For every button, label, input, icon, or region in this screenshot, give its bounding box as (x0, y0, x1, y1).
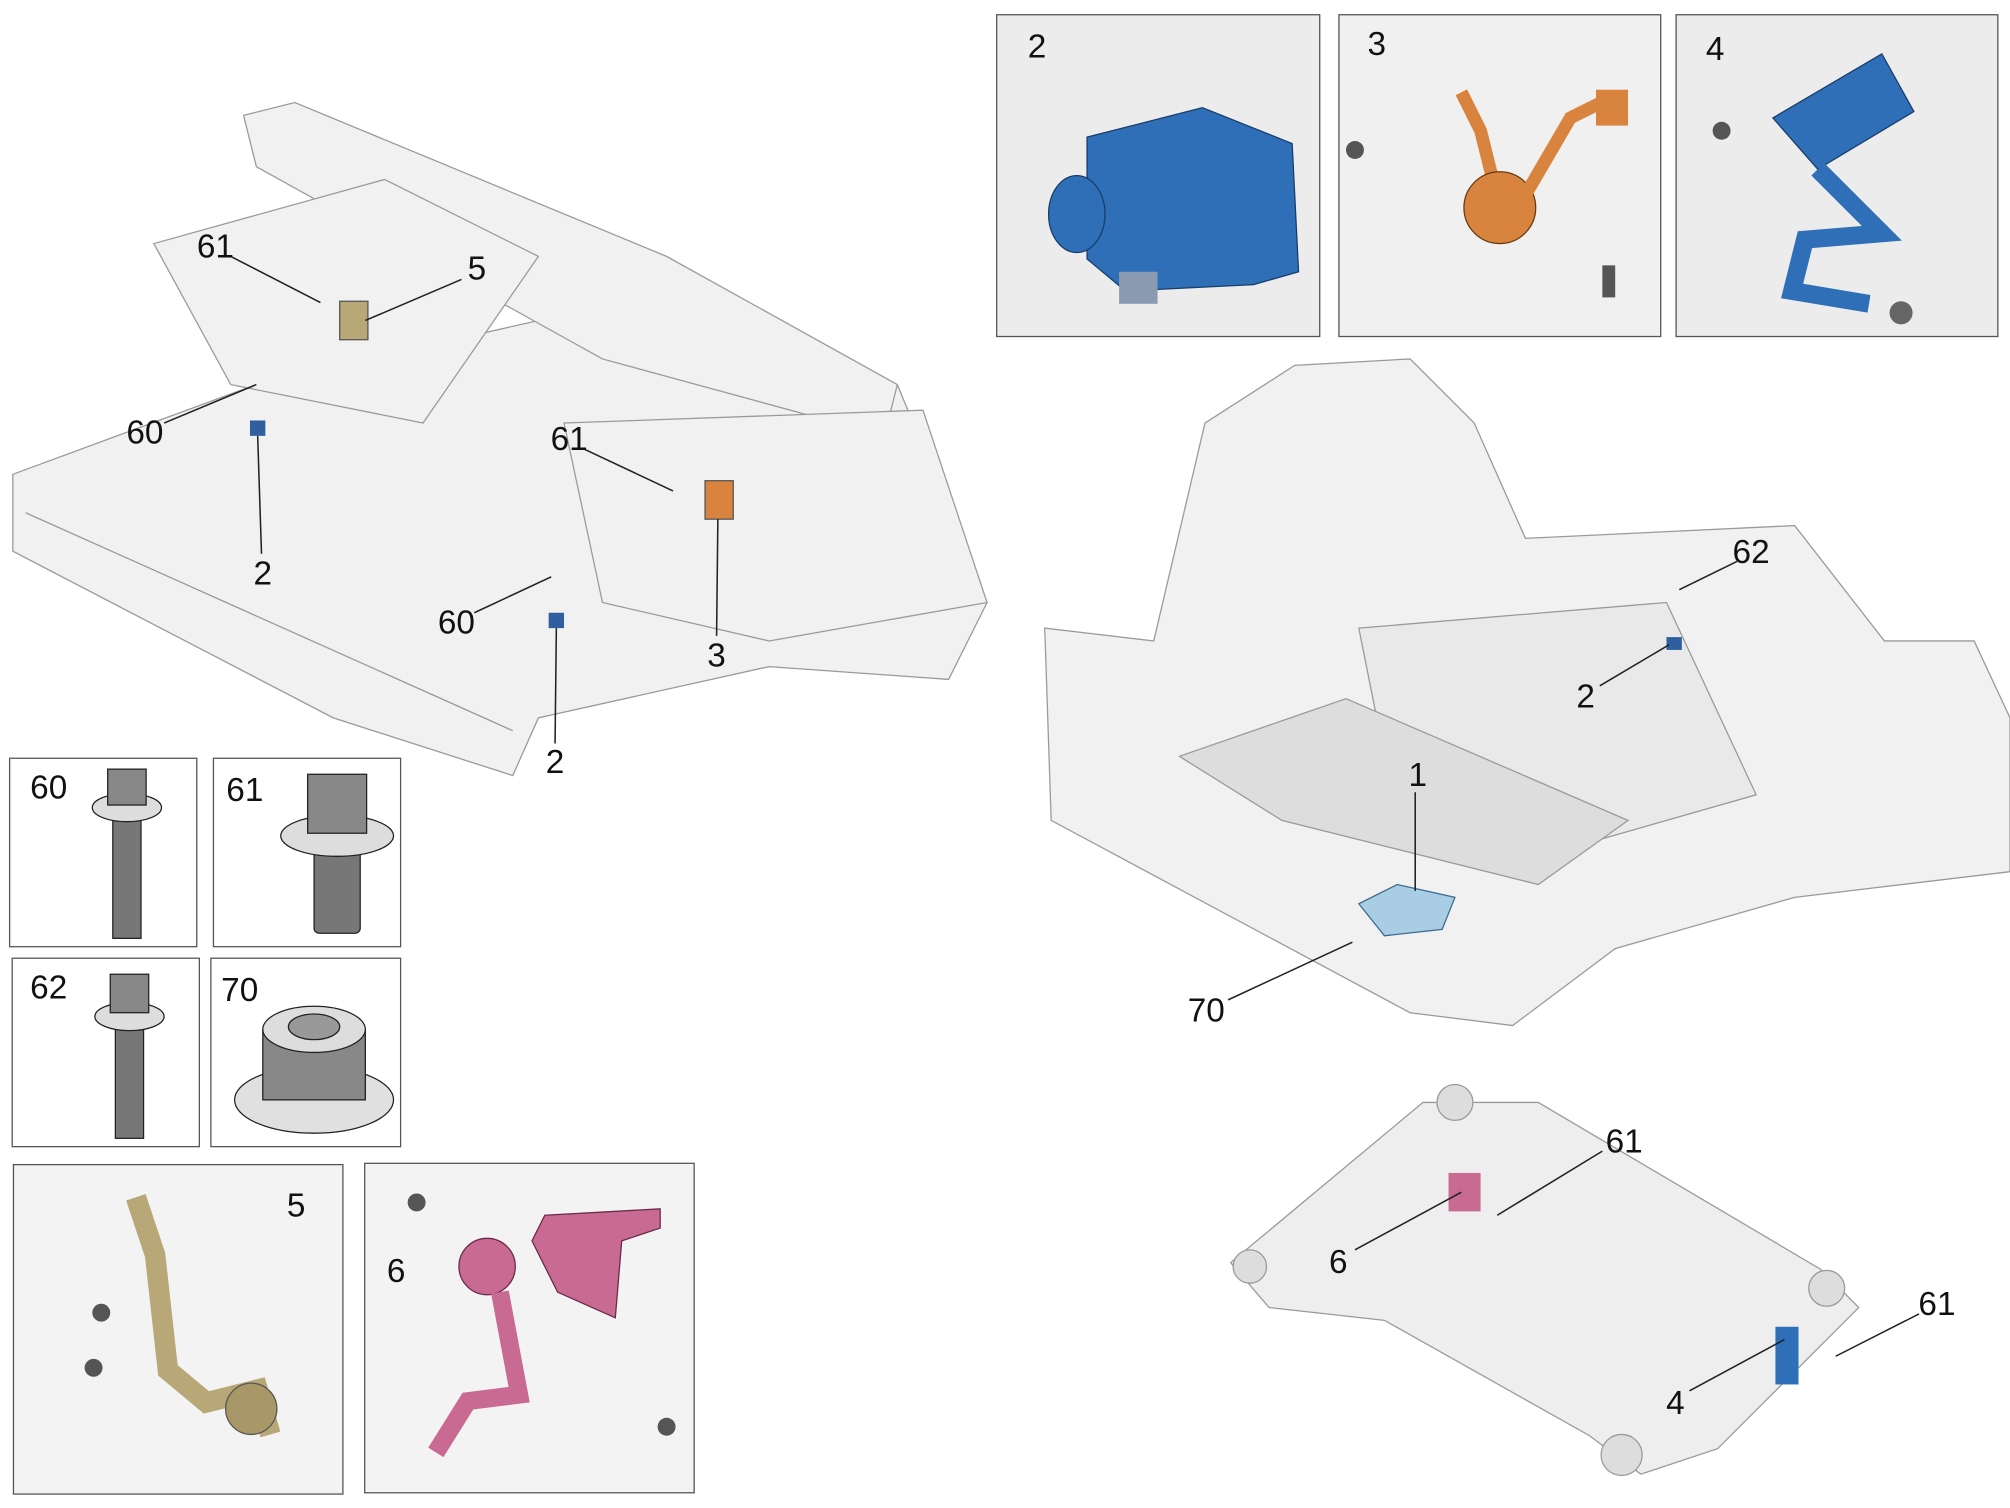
front-parts (249, 300, 734, 629)
detail-box-5: 5 (12, 1163, 344, 1495)
subframe-sensor-4 (1775, 1326, 1799, 1385)
bolt-icon (280, 773, 395, 934)
callout-60: 60 (126, 412, 164, 452)
callout-2: 2 (253, 553, 273, 593)
callout-61: 61 (1918, 1284, 1956, 1323)
callout-2: 2 (545, 742, 565, 781)
rear-leader-lines (1227, 560, 1738, 1001)
callout-61: 61 (550, 419, 588, 458)
callout-62: 62 (1732, 531, 1770, 571)
callout-61: 61 (196, 226, 234, 266)
callout-2: 2 (1576, 676, 1595, 716)
front-leader-lines (163, 255, 719, 744)
detail-label: 2 (1027, 26, 1047, 66)
subframe-leader-lines (1354, 1150, 1920, 1392)
detail-box-2: 2 (996, 14, 1321, 338)
fastener-label: 70 (221, 970, 259, 1009)
detail-label: 3 (1367, 24, 1387, 63)
subframe-sensor-6 (1448, 1172, 1481, 1212)
detail-label: 5 (286, 1185, 306, 1225)
callout-60: 60 (437, 602, 475, 641)
sensor-5-illustration (84, 1194, 281, 1438)
fastener-label: 61 (226, 770, 264, 809)
fastener-box-62: 62 (11, 957, 200, 1148)
fastener-box-70: 70 (210, 957, 402, 1148)
sensor-6-illustration (407, 1193, 676, 1458)
sensor-2-illustration (1047, 107, 1300, 304)
detail-box-3: 3 (1338, 14, 1662, 338)
nut-icon (233, 1005, 395, 1134)
callout-5: 5 (467, 248, 487, 288)
subframe-drawing (1229, 1083, 1860, 1477)
callout-3: 3 (707, 635, 726, 675)
detail-box-6: 6 (364, 1162, 695, 1494)
detail-label: 6 (386, 1251, 406, 1290)
rear-sensor (1666, 637, 1682, 650)
detail-box-4: 4 (1675, 14, 1999, 338)
fastener-label: 62 (30, 967, 68, 1007)
rear-body-drawing (1044, 358, 2010, 1027)
fastener-box-61: 61 (212, 757, 402, 948)
callout-4: 4 (1666, 1383, 1685, 1422)
fastener-label: 60 (30, 767, 68, 807)
bolt-icon (94, 973, 165, 1139)
fastener-box-60: 60 (8, 757, 198, 948)
sensor-4-illustration (1712, 52, 1915, 325)
detail-label: 4 (1705, 29, 1725, 68)
control-module (1357, 883, 1456, 937)
sensor-3-illustration (1345, 89, 1629, 298)
callout-61: 61 (1605, 1121, 1643, 1161)
callout-1: 1 (1408, 755, 1428, 794)
bolt-icon (91, 768, 163, 939)
callout-70: 70 (1187, 990, 1225, 1030)
callout-6: 6 (1329, 1242, 1348, 1281)
